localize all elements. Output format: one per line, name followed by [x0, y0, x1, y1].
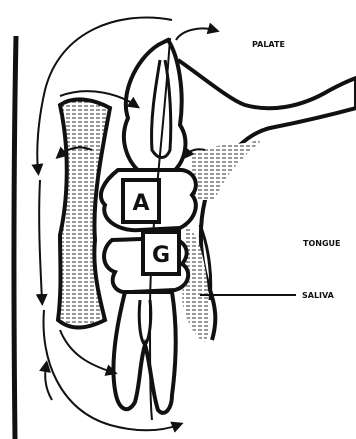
saliva-label: SALIVA: [302, 291, 335, 300]
flow-arrow-lower-inner: [60, 330, 112, 372]
box-a-label: A: [132, 191, 149, 216]
flow-arrow-upper-right: [176, 28, 214, 40]
saliva-pool-left: [58, 99, 110, 327]
cheek-wall: [14, 36, 16, 439]
flow-arrow-lower-left-up: [45, 366, 52, 400]
lower-tooth: [113, 292, 175, 413]
flow-arrow-left-down: [39, 180, 42, 300]
palate-label: PALATE: [252, 40, 285, 49]
tongue-label: TONGUE: [303, 239, 340, 248]
box-g-label: G: [152, 243, 170, 268]
